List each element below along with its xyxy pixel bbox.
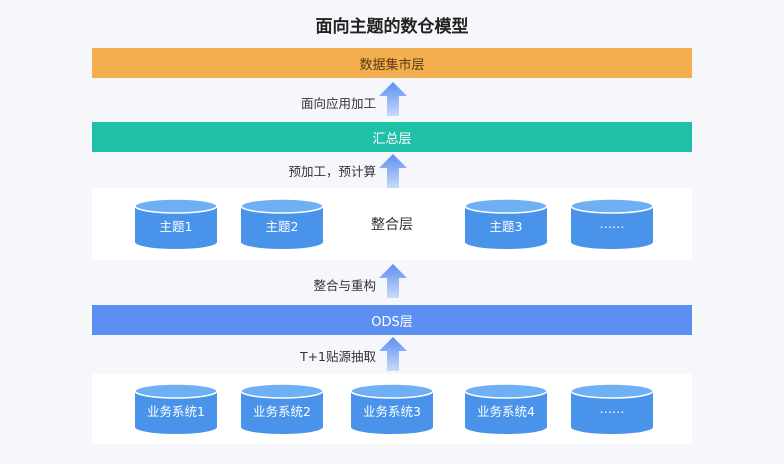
cylinder-icon (464, 198, 548, 249)
system-label-2: 业务系统2 (253, 404, 311, 419)
connector-label-2: 预加工，预计算 (288, 164, 376, 179)
cylinder-icon (464, 383, 548, 434)
diagram-title: 面向主题的数仓模型 (315, 17, 469, 37)
summary-layer-label: 汇总层 (372, 131, 412, 147)
topic-label-more: …… (599, 216, 625, 231)
mart-layer-label: 数据集市层 (359, 57, 425, 73)
cylinder-icon (240, 198, 324, 249)
topic-label-3: 主题3 (489, 219, 523, 234)
system-label-4: 业务系统4 (477, 404, 535, 419)
up-arrow-icon (379, 264, 407, 298)
system-label-1: 业务系统1 (147, 404, 205, 419)
system-cylinder-3: 业务系统3 (350, 383, 434, 435)
topic-cylinder-3: 主题3 (464, 198, 548, 250)
topic-cylinder-1: 主题1 (134, 198, 218, 250)
topic-label-2: 主题2 (265, 219, 299, 234)
system-cylinder-2: 业务系统2 (240, 383, 324, 435)
mart-layer-bar: 数据集市层 (92, 48, 692, 78)
topic-label-1: 主题1 (159, 219, 193, 234)
ods-layer-label: ODS层 (371, 314, 413, 330)
connector-label-3: 整合与重构 (313, 278, 376, 293)
cylinder-icon (350, 383, 434, 434)
system-cylinder-more: …… (570, 383, 654, 435)
up-arrow-icon (379, 337, 407, 371)
system-cylinder-1: 业务系统1 (134, 383, 218, 435)
cylinder-icon (570, 198, 654, 249)
connector-label-4: T+1贴源抽取 (299, 349, 376, 364)
integration-layer-panel: 主题1 主题2 整合层 主题3 …… (92, 188, 692, 260)
cylinder-icon (240, 383, 324, 434)
cylinder-icon (570, 383, 654, 434)
system-label-3: 业务系统3 (363, 404, 421, 419)
topic-cylinder-more: …… (570, 198, 654, 250)
topic-cylinder-2: 主题2 (240, 198, 324, 250)
connector-label-1: 面向应用加工 (300, 96, 376, 111)
ods-layer-bar: ODS层 (92, 305, 692, 335)
system-cylinder-4: 业务系统4 (464, 383, 548, 435)
summary-layer-bar: 汇总层 (92, 122, 692, 152)
cylinder-icon (134, 198, 218, 249)
source-systems-panel: 业务系统1 业务系统2 业务系统3 业务系统4 …… (92, 374, 692, 444)
up-arrow-icon (379, 154, 407, 188)
integration-layer-label: 整合层 (371, 217, 413, 233)
up-arrow-icon (379, 82, 407, 116)
cylinder-icon (134, 383, 218, 434)
system-label-more: …… (599, 401, 625, 416)
